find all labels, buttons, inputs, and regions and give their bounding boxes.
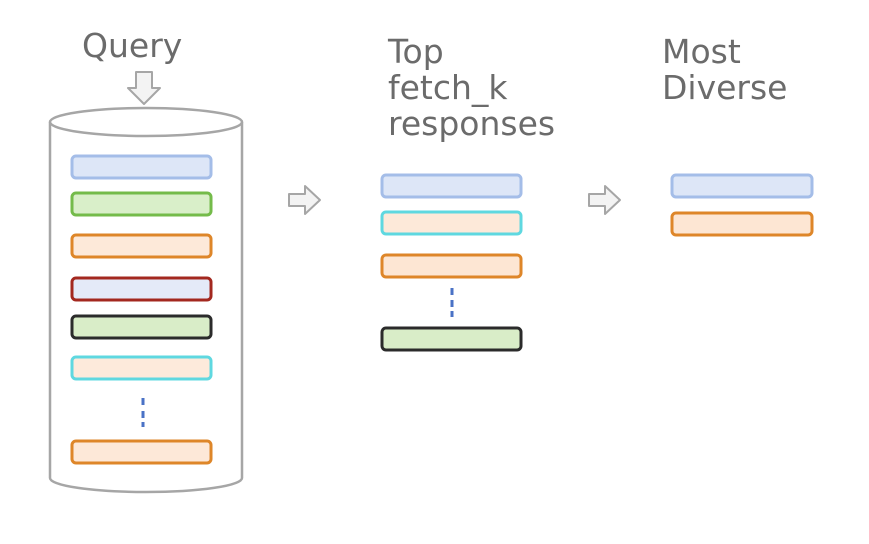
diverse-label-line-1: Most [662, 32, 741, 71]
down-arrow-icon [127, 71, 161, 105]
database-item-4 [70, 276, 213, 302]
diverse-label-line-2: Diverse [662, 68, 788, 107]
database-item-2 [70, 191, 213, 217]
fetched-items [380, 173, 523, 352]
database-item-3 [70, 233, 213, 259]
database-item-6 [70, 355, 213, 381]
database-item-7 [70, 439, 213, 465]
diverse-item-2 [670, 211, 814, 237]
right-arrow-icon [288, 185, 321, 215]
fetched-item-4 [380, 326, 523, 352]
top-label-line-3: responses [388, 104, 556, 143]
diverse-items [670, 173, 814, 237]
top-fetch-k-label: Top fetch_k responses [388, 34, 608, 142]
fetched-item-1 [380, 173, 523, 199]
top-label-line-1: Top [388, 32, 444, 71]
query-label: Query [82, 26, 183, 65]
top-label-line-2: fetch_k [388, 68, 508, 107]
database-items [70, 154, 213, 465]
database-item-5 [70, 314, 213, 340]
fetched-item-2 [380, 210, 523, 236]
most-diverse-label: Most Diverse [662, 34, 787, 106]
fetched-item-3 [380, 253, 523, 279]
right-arrow-icon-2 [588, 185, 621, 215]
database-item-1 [70, 154, 213, 180]
diverse-item-1 [670, 173, 814, 199]
